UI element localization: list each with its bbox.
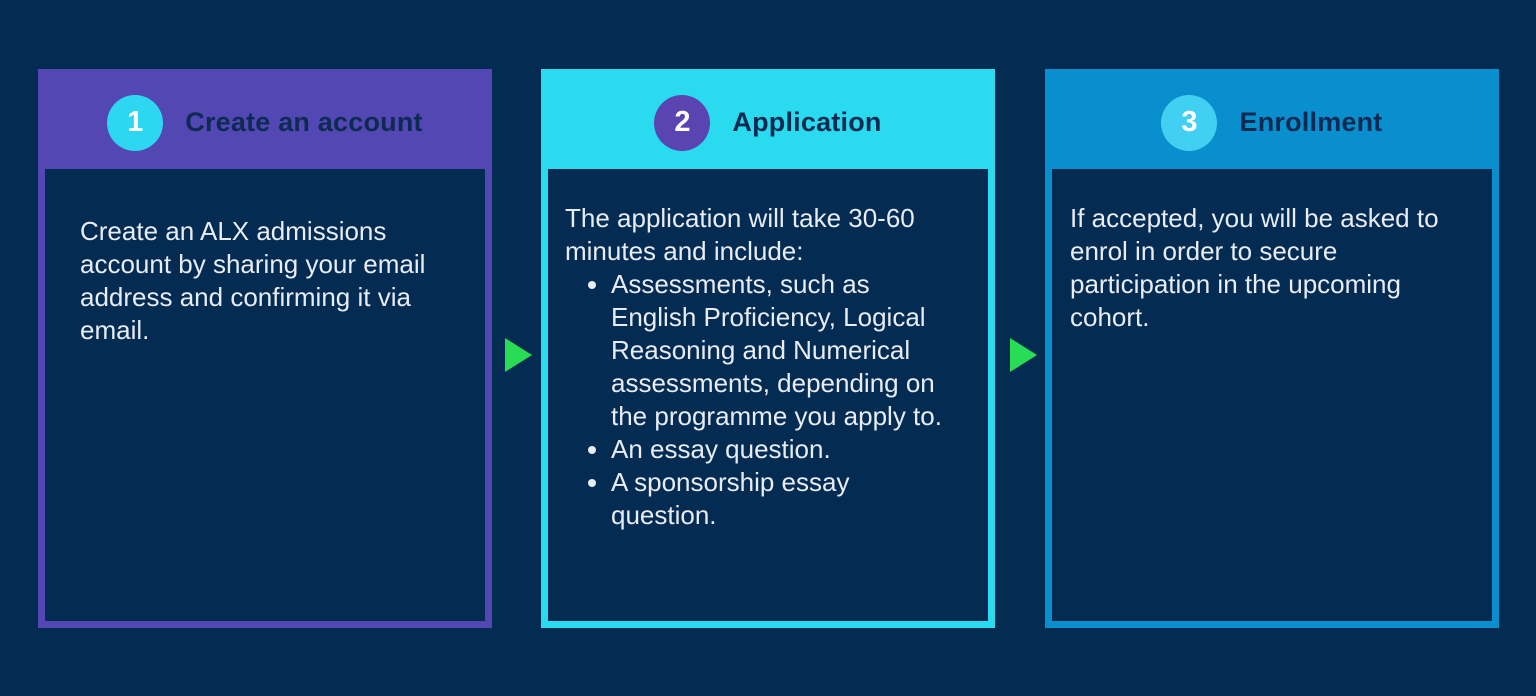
step3-number: 3 <box>1181 106 1198 138</box>
step3-number-badge: 3 <box>1161 94 1218 151</box>
step1-description: Create an ALX admissions account by shar… <box>80 216 426 345</box>
step-card-create-account: 1 Create an account Create an ALX admiss… <box>38 69 492 628</box>
step2-number: 2 <box>674 106 691 138</box>
step2-bullet-essay: An essay question. <box>611 433 946 466</box>
step2-intro: The application will take 30-60 minutes … <box>565 203 915 266</box>
step2-number-badge: 2 <box>654 94 711 151</box>
step1-header: 1 Create an account <box>45 76 485 169</box>
step-card-application: 2 Application The application will take … <box>541 69 995 628</box>
next-step-arrow-icon <box>505 338 532 372</box>
step2-bullet-list: Assessments, such as English Proficiency… <box>565 268 946 532</box>
step1-body: Create an ALX admissions account by shar… <box>45 169 485 347</box>
step1-number: 1 <box>127 106 144 138</box>
step2-header: 2 Application <box>548 76 988 169</box>
step2-body: The application will take 30-60 minutes … <box>548 169 988 532</box>
step2-bullet-assessments: Assessments, such as English Proficiency… <box>611 268 946 433</box>
step3-body: If accepted, you will be asked to enrol … <box>1052 169 1492 334</box>
step3-title: Enrollment <box>1239 107 1383 137</box>
step3-description: If accepted, you will be asked to enrol … <box>1070 203 1439 332</box>
step3-header: 3 Enrollment <box>1052 76 1492 169</box>
step1-number-badge: 1 <box>107 94 164 151</box>
step2-bullet-sponsorship-essay: A sponsorship essay question. <box>611 466 946 532</box>
step1-title: Create an account <box>185 107 423 137</box>
next-step-arrow-icon <box>1010 338 1037 372</box>
step2-title: Application <box>732 107 882 137</box>
step-card-enrollment: 3 Enrollment If accepted, you will be as… <box>1045 69 1499 628</box>
